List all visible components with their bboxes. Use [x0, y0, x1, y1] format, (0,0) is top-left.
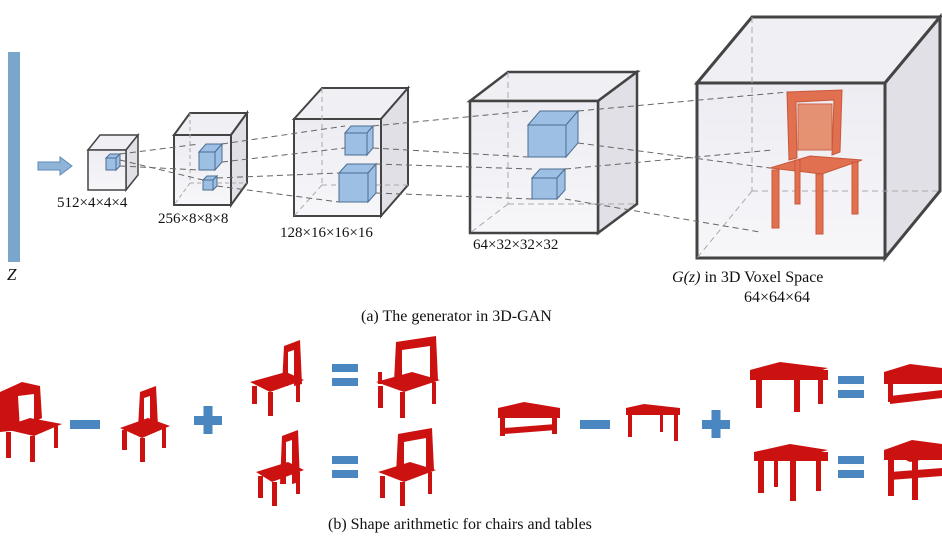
output-label-g: G: [672, 269, 684, 286]
caption-a: (a) The generator in 3D-GAN: [361, 308, 552, 325]
equals-sign: [332, 456, 358, 478]
minus-sign: [580, 420, 610, 429]
chair-shape-c: [250, 340, 304, 416]
chair-shape-f: [378, 428, 436, 506]
output-label-line2: 64×64×64: [744, 289, 811, 306]
output-label-arg: (z): [683, 269, 701, 286]
table-shape-d: [754, 444, 828, 501]
table-shape-a: [498, 402, 560, 436]
feature-block: [337, 162, 378, 204]
layer-cube-3: [291, 85, 411, 219]
layer-3-label: 128×16×16×16: [280, 225, 373, 241]
equals-sign: [838, 456, 864, 478]
layer-2-label: 256×8×8×8: [158, 211, 229, 227]
feature-block: [343, 124, 375, 157]
equals-sign: [838, 376, 864, 398]
feature-block: [526, 109, 580, 159]
latent-label: Z: [7, 265, 17, 284]
output-label-line1: G(z) in 3D Voxel Space: [672, 270, 823, 286]
layer-cube-4: [466, 69, 641, 236]
layer-1-label: 512×4×4×4: [57, 195, 128, 211]
projection-lines: [119, 91, 789, 233]
equals-sign: [332, 364, 358, 386]
chair-shape-e: [376, 336, 440, 418]
plus-sign: [194, 406, 222, 434]
chair-shape-a: [0, 382, 62, 462]
output-voxel-cube: [693, 12, 942, 263]
layer-cube-1: [86, 132, 140, 193]
layer-4-label: 64×32×32×32: [473, 237, 559, 253]
chair-shape-b: [120, 386, 170, 462]
table-shape-f: [884, 440, 942, 500]
plus-sign: [702, 410, 730, 438]
feature-block: [201, 174, 219, 192]
feature-block: [530, 167, 567, 201]
table-shape-e: [884, 364, 942, 404]
output-label-rest: in 3D Voxel Space: [700, 269, 824, 286]
generated-chair-shape: [769, 89, 863, 235]
table-shape-b: [626, 404, 680, 441]
feature-block: [197, 142, 224, 172]
minus-sign: [70, 420, 100, 429]
chair-shape-d: [256, 430, 304, 506]
feature-block: [104, 152, 122, 172]
caption-b: (b) Shape arithmetic for chairs and tabl…: [328, 516, 592, 533]
table-shape-c: [750, 362, 828, 412]
input-arrow: [37, 156, 73, 176]
latent-vector-bar: [8, 52, 20, 262]
layer-cube-2: [172, 109, 249, 209]
